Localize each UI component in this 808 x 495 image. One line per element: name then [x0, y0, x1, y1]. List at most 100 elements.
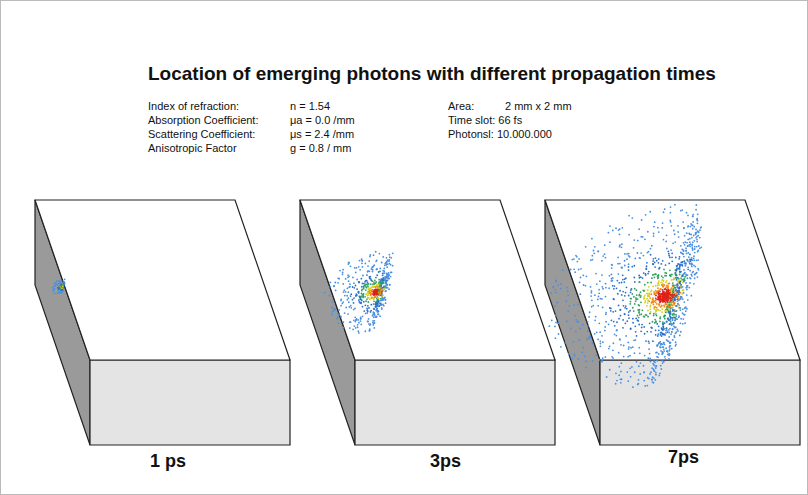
photon-dot [370, 294, 372, 296]
photon-dot [664, 295, 666, 297]
photon-dot [616, 287, 618, 289]
photon-dot [689, 277, 691, 279]
photon-dot [672, 314, 674, 316]
photon-dot [379, 291, 381, 293]
photon-dot [665, 330, 667, 332]
photon-dot [690, 243, 692, 245]
photon-dot [664, 333, 666, 335]
photon-dot [392, 265, 394, 267]
photon-dot [343, 289, 345, 291]
photon-dot [376, 291, 378, 293]
photon-dot [623, 305, 625, 307]
photon-dot [629, 303, 631, 305]
photon-dot [688, 233, 690, 235]
photon-dot [575, 255, 577, 257]
photon-dot [649, 353, 651, 355]
photon-dot [664, 295, 666, 297]
photon-dot [596, 283, 598, 285]
photon-dot [661, 360, 663, 362]
photon-dot [662, 286, 664, 288]
photon-dot [375, 291, 377, 293]
photon-dot [659, 321, 661, 323]
photon-dot [360, 320, 362, 322]
photon-dot [640, 252, 642, 254]
photon-dot [618, 282, 620, 284]
photon-dot [666, 234, 668, 236]
photon-dot [675, 326, 677, 328]
photon-dot [376, 269, 378, 271]
photon-dot [682, 290, 684, 292]
photon-dot [612, 349, 614, 351]
photon-dot [361, 260, 363, 262]
photon-dot [693, 226, 695, 228]
photon-dot [634, 288, 636, 290]
photon-dot [573, 258, 575, 260]
photon-dot [638, 275, 640, 277]
photon-dot [373, 292, 375, 294]
photon-dot [662, 333, 664, 335]
photon-dot [646, 262, 648, 264]
photon-dot [375, 290, 377, 292]
photon-dot [627, 380, 629, 382]
photon-dot [362, 295, 364, 297]
photon-dot [333, 285, 335, 287]
photon-dot [597, 305, 599, 307]
photon-dot [646, 298, 648, 300]
photon-dot [684, 235, 686, 237]
photon-dot [386, 257, 388, 259]
photon-dot [669, 219, 671, 221]
photon-dot [643, 272, 645, 274]
photon-dot [568, 353, 570, 355]
photon-dot [674, 336, 676, 338]
photon-dot [664, 295, 666, 297]
photon-dot [355, 285, 357, 287]
photon-dot [634, 352, 636, 354]
photon-dot [667, 306, 669, 308]
photon-dot [649, 297, 651, 299]
photon-dot [670, 225, 672, 227]
photon-dot [574, 315, 576, 317]
photon-dot [666, 296, 668, 298]
photon-dot [349, 283, 351, 285]
photon-dot [658, 231, 660, 233]
photon-dot [557, 284, 559, 286]
photon-dot [670, 316, 672, 318]
photon-dot [685, 247, 687, 249]
photon-dot [697, 276, 699, 278]
photon-dot [622, 279, 624, 281]
photon-dot [629, 310, 631, 312]
photon-dot [616, 380, 618, 382]
photon-dot [652, 301, 654, 303]
photon-dot [654, 266, 656, 268]
photon-dot [655, 273, 657, 275]
photon-dot [640, 296, 642, 298]
photon-dot [604, 253, 606, 255]
photon-dot [624, 253, 626, 255]
photon-dot [592, 259, 594, 261]
photon-dot [378, 290, 380, 292]
photon-dot [647, 300, 649, 302]
photon-dot [687, 260, 689, 262]
photon-dot [672, 306, 674, 308]
photon-dot [687, 299, 689, 301]
photon-dot [361, 288, 363, 290]
photon-dot [668, 336, 670, 338]
photon-dot [595, 316, 597, 318]
photon-dot [645, 268, 647, 270]
photon-dot [589, 335, 591, 337]
photon-dot [667, 351, 669, 353]
photon-dot [667, 290, 669, 292]
photon-dot [376, 301, 378, 303]
photon-dot [664, 295, 666, 297]
photon-dot [655, 374, 657, 376]
photon-dot [377, 290, 379, 292]
photon-dot [383, 268, 385, 270]
photon-dot [379, 284, 381, 286]
photon-dot [345, 291, 347, 293]
photon-dot [373, 294, 375, 296]
photon-dot [658, 262, 660, 264]
photon-dot [370, 297, 372, 299]
photon-dot [352, 286, 354, 288]
photon-dot [370, 283, 372, 285]
photon-dot [665, 328, 667, 330]
